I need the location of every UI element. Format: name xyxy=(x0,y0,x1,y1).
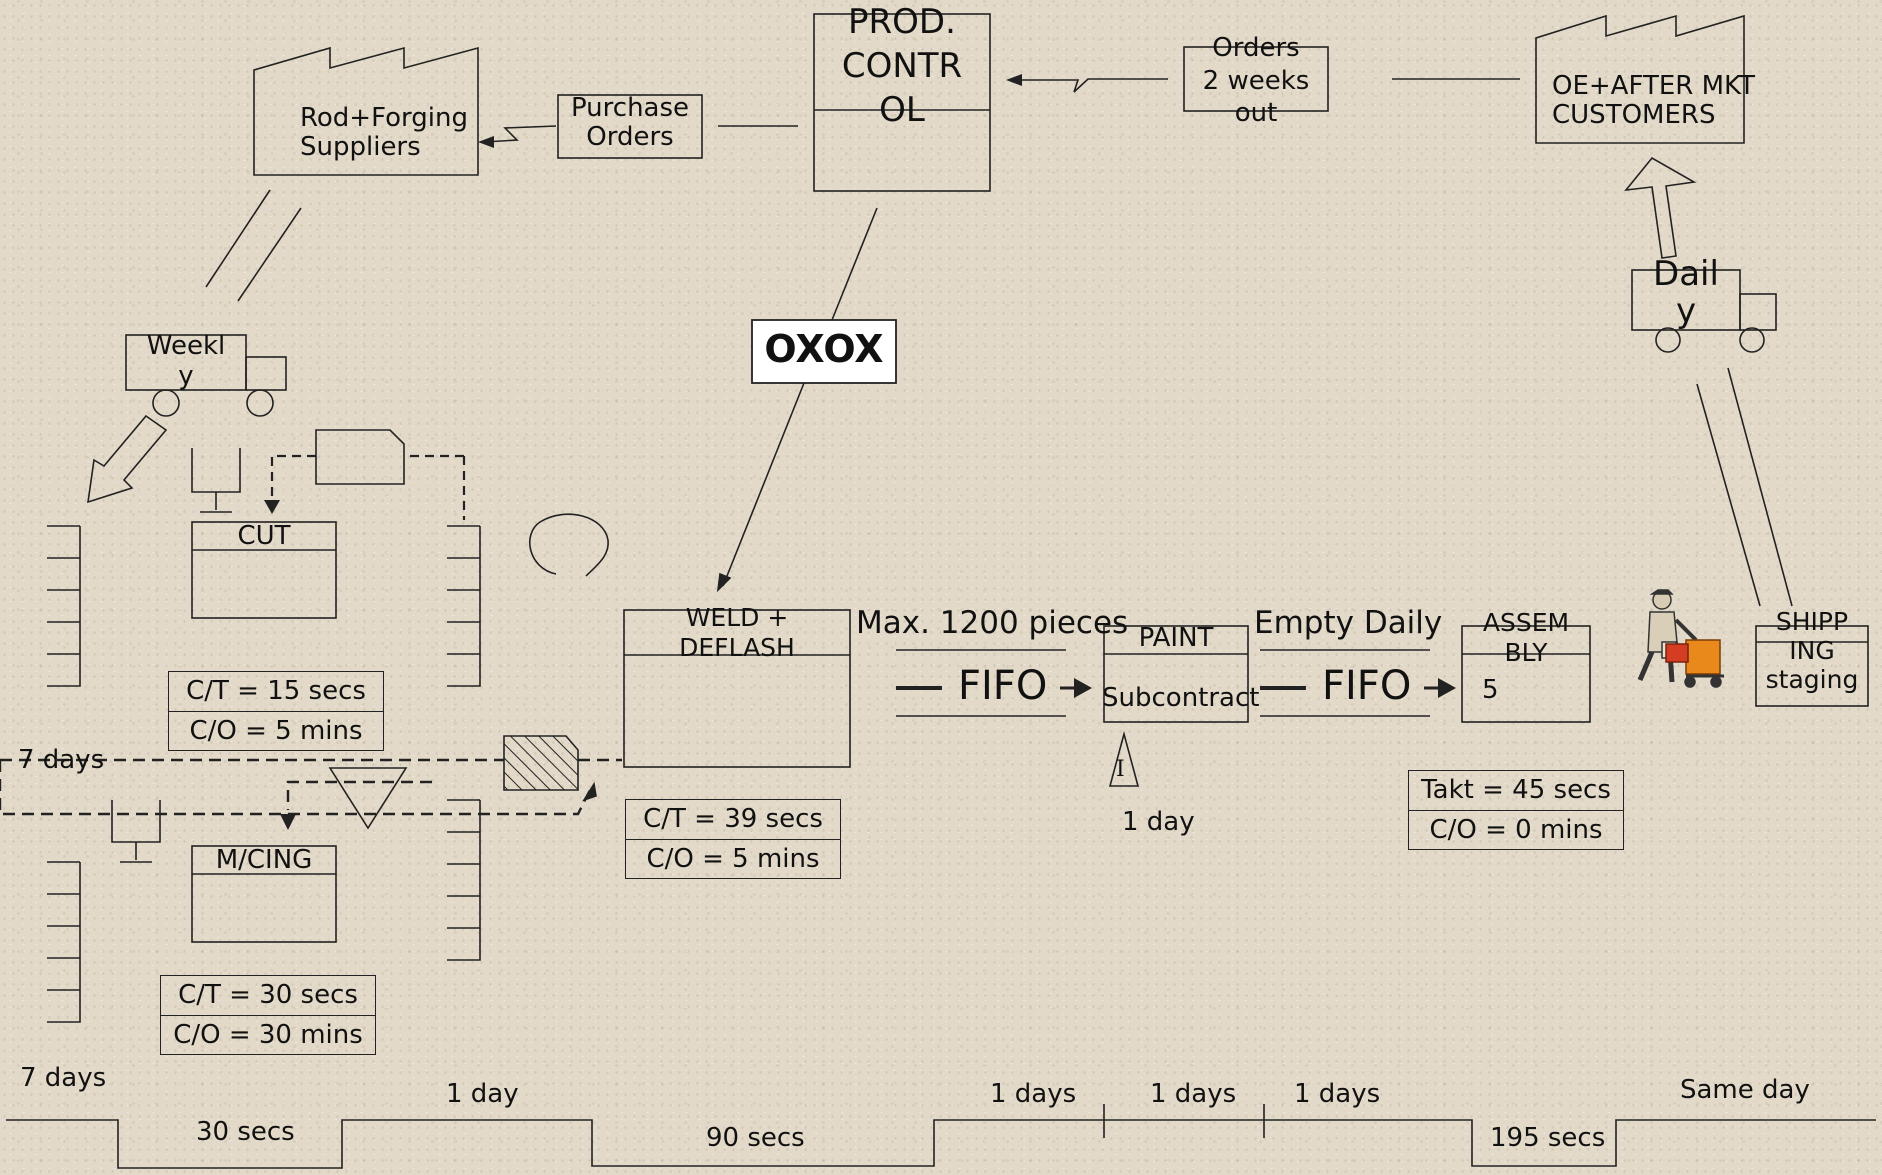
weld-title: WELD + DEFLASH xyxy=(624,603,850,663)
assembly-title: ASSEM BLY xyxy=(1462,608,1590,668)
po-arrow-head xyxy=(478,136,494,148)
timeline-top-1: 7 days xyxy=(20,1064,106,1093)
signal-kanban-icon xyxy=(504,736,578,790)
cut-terminal-icon xyxy=(192,448,240,512)
mcing-signal-arrow-head xyxy=(280,814,296,830)
kaizen-label: OXOX xyxy=(752,328,896,371)
paint-inventory-time: 1 day xyxy=(1122,808,1195,837)
mcing-title: M/CING xyxy=(192,846,336,875)
wip-rack-upper-icon xyxy=(447,526,480,686)
wip-rack-lower-icon xyxy=(447,800,480,960)
withdrawal-loop-icon xyxy=(530,514,608,576)
timeline-top-6: Same day xyxy=(1680,1076,1810,1105)
timeline-top-5: 1 days xyxy=(1294,1080,1380,1109)
mcing-signal-dashed xyxy=(288,782,432,810)
timeline-bottom-3: 195 secs xyxy=(1490,1124,1605,1153)
assembly-data-box: Takt = 45 secs C/O = 0 mins xyxy=(1408,770,1624,850)
timeline-bottom-1: 30 secs xyxy=(196,1118,295,1147)
fifo2-max-label: Empty Daily xyxy=(1254,606,1442,641)
customer-order-flow-arrow xyxy=(1012,79,1168,92)
po-electronic-flow-arrow xyxy=(485,126,556,142)
raw-rack-lower-icon xyxy=(47,862,80,1022)
cut-inventory-days: 7 days xyxy=(18,746,104,775)
assembly-changeover: C/O = 0 mins xyxy=(1409,810,1623,850)
cut-signal-card-icon xyxy=(316,430,404,484)
fifo1-label: FIFO xyxy=(958,664,1047,709)
supplier-route-line-2 xyxy=(238,208,301,301)
fifo1-max-label: Max. 1200 pieces xyxy=(856,606,1128,641)
push-arrow-raw-material xyxy=(88,416,166,502)
schedule-line-2 xyxy=(723,383,804,586)
cut-title: CUT xyxy=(192,522,336,551)
weld-changeover: C/O = 5 mins xyxy=(626,839,840,879)
cut-data-box: C/T = 15 secs C/O = 5 mins xyxy=(168,671,384,751)
prod-control-label: PROD. CONTR OL xyxy=(814,0,990,133)
customer-order-arrow-head xyxy=(1006,74,1022,86)
schedule-dashed-arrow-head xyxy=(584,784,596,800)
mcing-data-box: C/T = 30 secs C/O = 30 mins xyxy=(160,975,376,1055)
mcing-changeover: C/O = 30 mins xyxy=(161,1015,375,1055)
truck-daily-label: Dail y xyxy=(1636,256,1736,331)
timeline-top-3: 1 days xyxy=(990,1080,1076,1109)
truck-weekly-label: Weekl y xyxy=(126,332,246,392)
raw-rack-upper-icon xyxy=(47,526,80,686)
supermarket-triangle-icon xyxy=(330,768,406,828)
shipping-title: SHIPP ING staging xyxy=(1756,608,1868,694)
schedule-arrow-head xyxy=(718,574,730,590)
mcing-terminal-icon xyxy=(112,800,160,862)
cut-signal-line xyxy=(272,456,464,520)
cut-signal-arrow-head xyxy=(264,500,280,514)
timeline-top-2: 1 day xyxy=(446,1080,519,1109)
weld-cycle-time: C/T = 39 secs xyxy=(626,800,840,839)
timeline-top-4: 1 days xyxy=(1150,1080,1236,1109)
shipping-route-line-1 xyxy=(1697,384,1760,606)
shipping-route-line-2 xyxy=(1728,368,1792,606)
weld-data-box: C/T = 39 secs C/O = 5 mins xyxy=(625,799,841,879)
assembly-takt: Takt = 45 secs xyxy=(1409,771,1623,810)
mcing-cycle-time: C/T = 30 secs xyxy=(161,976,375,1015)
supplier-route-line-1 xyxy=(206,190,270,287)
assembly-operators: 5 xyxy=(1482,676,1499,705)
shipment-to-customer-arrow xyxy=(1626,158,1694,258)
timeline-bottom-2: 90 secs xyxy=(706,1124,805,1153)
schedule-line-1 xyxy=(832,208,877,320)
shipping-operator-icon xyxy=(1640,590,1724,687)
purchase-orders-label: Purchase Orders xyxy=(560,94,700,152)
paint-subcontract: Subcontract xyxy=(1102,684,1250,713)
customer-orders-label: Orders 2 weeks out xyxy=(1184,32,1328,130)
supplier-label: Rod+Forging Suppliers xyxy=(300,104,468,162)
cut-changeover: C/O = 5 mins xyxy=(169,711,383,751)
paint-inventory-symbol: I xyxy=(1116,758,1125,783)
customer-label: OE+AFTER MKT CUSTOMERS xyxy=(1552,72,1755,130)
cut-cycle-time: C/T = 15 secs xyxy=(169,672,383,711)
fifo2-label: FIFO xyxy=(1322,664,1411,709)
